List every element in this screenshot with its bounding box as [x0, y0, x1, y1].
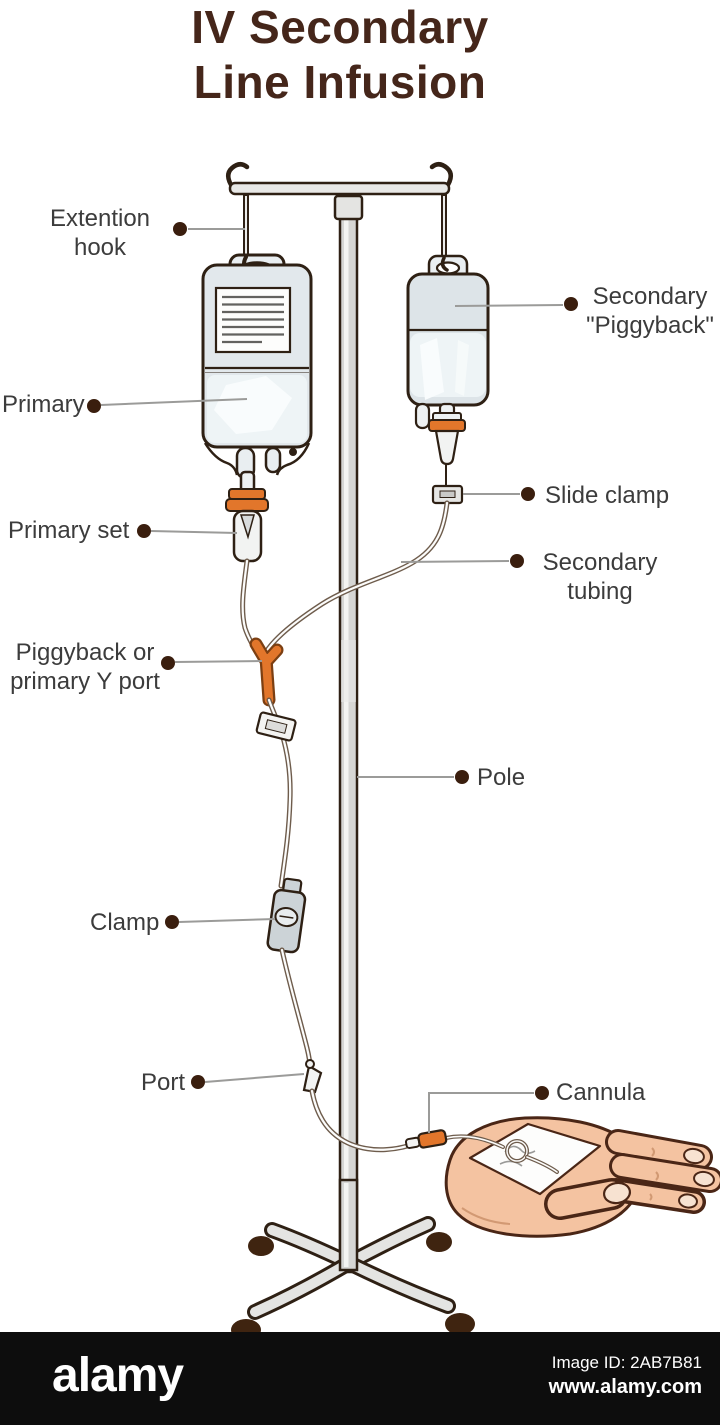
leader-lines — [100, 228, 564, 1133]
label-cannula: Cannula — [556, 1079, 646, 1106]
roller-clamp-icon — [266, 877, 307, 954]
extension-hook-icon — [226, 162, 453, 262]
secondary-piggyback-bag-icon — [406, 254, 490, 486]
slide-clamp-icon — [431, 484, 464, 505]
primary-tubing-distal-icon — [309, 1088, 422, 1153]
pole-icon — [333, 194, 364, 1274]
injection-port-icon — [302, 1059, 323, 1094]
secondary-tubing-icon — [263, 500, 450, 655]
website-text: www.alamy.com — [548, 1376, 702, 1398]
label-port: Port — [141, 1069, 186, 1096]
label-piggyback-y-port: Piggyback or primary Y port — [10, 639, 160, 695]
label-slide-clamp: Slide clamp — [545, 482, 670, 509]
page-title-line2: Line Infusion — [193, 56, 487, 108]
label-extension-hook: Extention hook — [49, 205, 151, 261]
pinch-clamp-icon — [255, 711, 297, 742]
leader-dots — [87, 222, 578, 1100]
piggyback-y-port-icon — [249, 637, 284, 707]
primary-tubing-mid-icon — [279, 947, 313, 1071]
label-pole: Pole — [477, 764, 526, 791]
label-primary: Primary — [2, 391, 85, 418]
page-title: IV Secondary Line Infusion — [110, 0, 570, 110]
patient-hand-icon — [444, 1116, 720, 1238]
primary-bag-icon — [201, 253, 313, 480]
image-id-text: Image ID: 2AB7B81 — [551, 1353, 702, 1372]
page-title-line1: IV Secondary — [191, 1, 489, 53]
pole-base-icon — [231, 1178, 475, 1341]
label-primary-set: Primary set — [8, 517, 130, 544]
label-clamp: Clamp — [90, 909, 160, 936]
footer-bar: alamy Image ID: 2AB7B81 www.alamy.com — [0, 1332, 720, 1425]
alamy-logo: alamy — [52, 1349, 184, 1402]
primary-set-icon — [225, 470, 269, 563]
cannula-icon — [405, 1129, 559, 1174]
label-secondary-tubing: Secondary tubing — [542, 549, 658, 605]
label-secondary-piggyback: Secondary "Piggyback" — [586, 283, 714, 339]
